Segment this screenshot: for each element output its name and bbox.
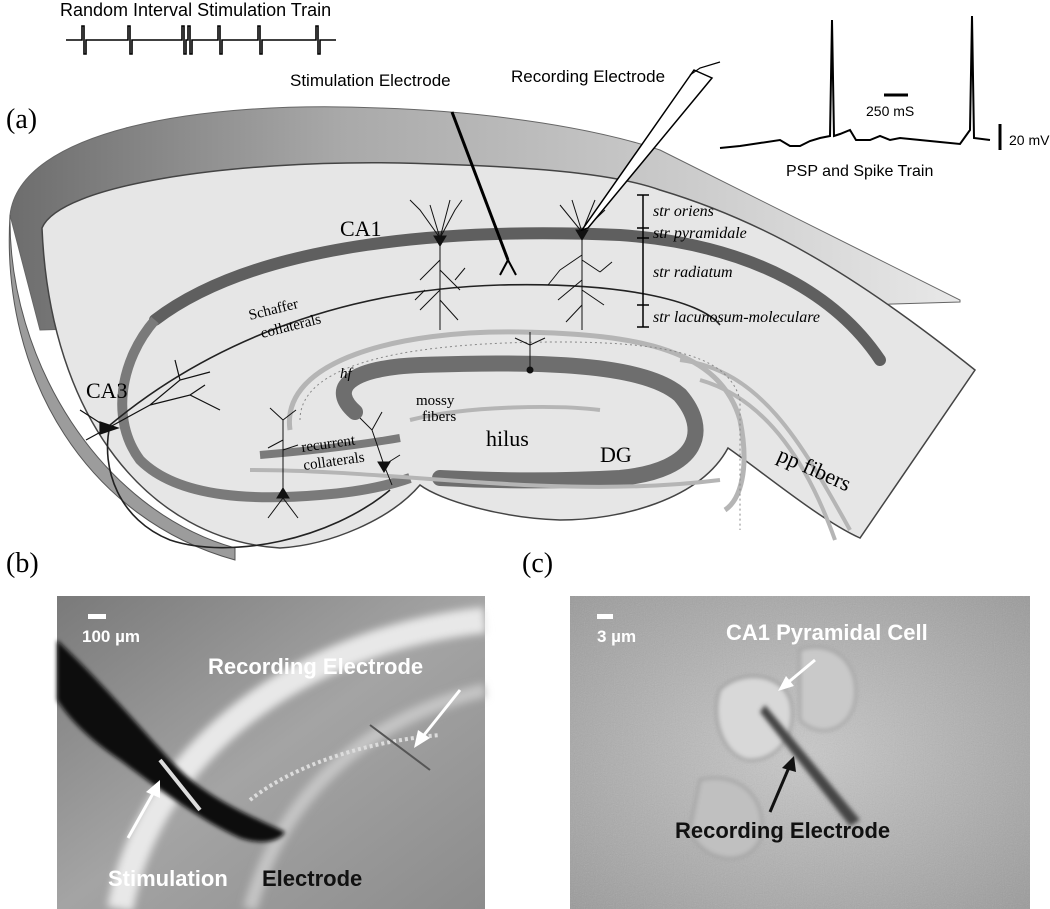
ca1-label: CA1 [340,216,382,241]
voltage-scale-label: 20 mV [1009,132,1050,148]
photo-b [57,596,487,909]
photo-b-scale-label: 100 µm [82,627,140,646]
trace-caption: PSP and Spike Train [786,163,933,180]
stim-train-title: Random Interval Stimulation Train [60,0,331,20]
pp-fiber-track-3 [249,468,721,489]
dotted-boundary [299,341,741,530]
dg-granule-neuron [514,332,546,374]
panel-label-b: (b) [6,548,39,579]
stratum-pyramidale-label: str pyramidale [653,225,747,242]
photo-b-stim-label-word1: Stimulation [108,866,228,891]
ca1-neuron-left [409,199,466,330]
psp-spike-trace [719,15,991,149]
stratum-radiatum-label: str radiatum [653,264,733,281]
pp-fiber-track-1 [679,358,852,531]
strata-bracket [637,194,649,328]
recording-electrode-wire [689,61,721,76]
schaffer-collateral-axon [109,283,721,426]
hf-label: hf [340,366,354,382]
stratum-lacunosum-label: str lacunosum-moleculare [653,309,820,326]
photo-c [570,596,1030,909]
slice-side-wall [8,214,236,561]
ca3-neuron-recurrent-2 [359,411,401,486]
photo-b-stim-label-word2: Electrode [262,866,362,891]
stimulation-electrode-shaft [450,111,510,261]
dg-label: DG [600,442,632,467]
recurrent-collateral-axon [106,424,391,549]
ca3-label: CA3 [86,378,128,403]
stim-train-trace [66,25,336,55]
mossy-fiber-track [409,405,601,422]
photo-c-recording-label: Recording Electrode [675,818,890,843]
recording-electrode-label: Recording Electrode [511,67,665,86]
ca3-band-inner [259,434,401,459]
pyramidal-layer-band [149,227,886,366]
recurrent-label-line1: recurrent [300,432,357,455]
pp-fiber-track-2 [699,378,837,541]
panel-label-c: (c) [522,548,553,579]
photo-b-recording-label: Recording Electrode [208,654,423,679]
photo-c-cell-label: CA1 Pyramidal Cell [726,620,928,645]
hf-fissure-line [287,329,747,513]
stratum-oriens-label: str oriens [653,203,714,220]
stimulation-electrode-label: Stimulation Electrode [290,71,451,90]
stimulation-electrode-tip [499,259,517,276]
photo-c-scale-label: 3 µm [597,627,636,646]
ca3-neuron [79,359,221,441]
mossy-label-line2: fibers [422,409,456,425]
mossy-label-line1: mossy [416,393,455,409]
time-scale-label: 250 mS [866,103,914,119]
ca3-neuron-recurrent-1 [267,407,299,519]
panel-label-a: (a) [6,104,37,135]
ca1-neuron-recorded [547,199,613,330]
dentate-gyrus-band [336,355,704,489]
hilus-label: hilus [486,426,529,451]
recording-electrode-pipette [580,69,714,232]
ca3-band [117,316,412,503]
